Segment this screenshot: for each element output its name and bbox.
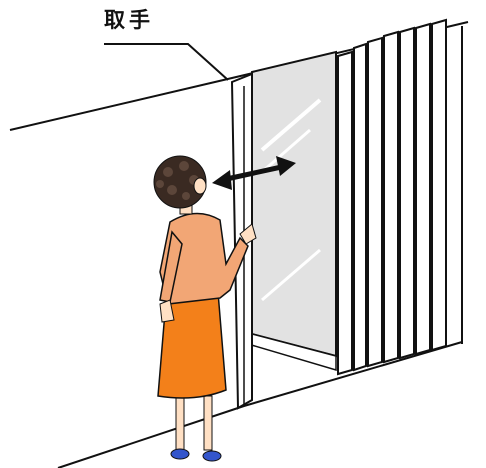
shoe [203, 451, 221, 461]
floor-edge [58, 342, 462, 468]
shoe [171, 449, 189, 459]
folded-door-panels [338, 20, 446, 374]
handle-callout-label: 取手 [104, 8, 154, 32]
callout-leader-line [104, 44, 228, 80]
glass-door-pane [252, 52, 336, 356]
